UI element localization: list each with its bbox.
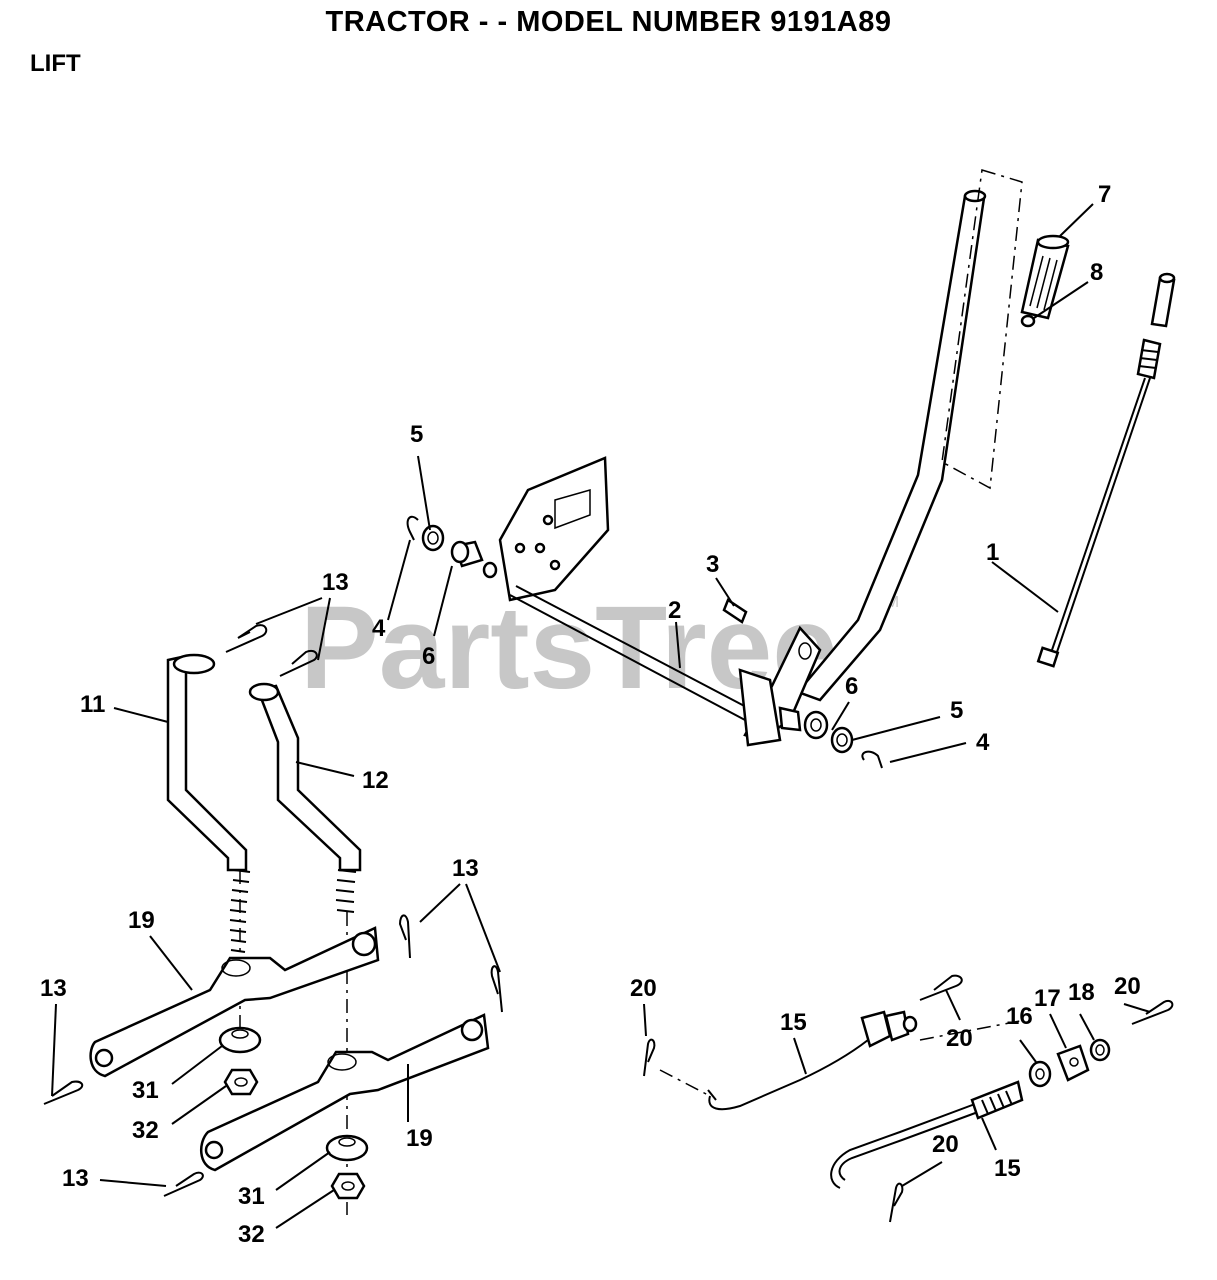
hairpin-cotter-3 bbox=[398, 914, 411, 959]
trunnion-lower bbox=[325, 1134, 369, 1162]
ferrule-bushing bbox=[1089, 1038, 1111, 1062]
lift-arm-upper bbox=[89, 926, 380, 1078]
callout-4b: 4 bbox=[976, 729, 990, 756]
callout-31b: 31 bbox=[238, 1183, 265, 1210]
lift-control-rod bbox=[1036, 272, 1176, 668]
washer-left bbox=[421, 524, 445, 552]
trunnion-upper bbox=[218, 1026, 262, 1054]
callout-16: 16 bbox=[1006, 1003, 1033, 1030]
bushing-left bbox=[450, 540, 484, 568]
hairpin-cotter-9 bbox=[1131, 1000, 1174, 1025]
hairpin-cotter-7 bbox=[643, 1038, 656, 1077]
ferrule-block bbox=[1056, 1044, 1090, 1082]
callout-19b: 19 bbox=[406, 1125, 433, 1152]
callout-17: 17 bbox=[1034, 985, 1061, 1012]
lift-link-left bbox=[166, 653, 251, 961]
bushing-right bbox=[778, 706, 829, 740]
callout-20a: 20 bbox=[630, 975, 657, 1002]
section-label: LIFT bbox=[30, 50, 81, 77]
callout-5a: 5 bbox=[410, 421, 423, 448]
spacer bbox=[1028, 1060, 1052, 1088]
diagram-title: TRACTOR - - MODEL NUMBER 9191A89 bbox=[325, 6, 892, 38]
nut-lower bbox=[330, 1172, 366, 1200]
lift-shaft-assembly bbox=[482, 456, 782, 747]
callout-18: 18 bbox=[1068, 979, 1095, 1006]
callout-6a: 6 bbox=[422, 643, 435, 670]
key-pin bbox=[722, 598, 748, 624]
callout-19a: 19 bbox=[128, 907, 155, 934]
leader-lines bbox=[51, 203, 1151, 1229]
retaining-ring-left bbox=[406, 515, 419, 541]
adjustment-rod-upper bbox=[707, 1010, 918, 1111]
hairpin-cotter-4 bbox=[490, 965, 503, 1013]
callout-32b: 32 bbox=[238, 1221, 265, 1248]
callout-20b: 20 bbox=[946, 1025, 973, 1052]
callout-31a: 31 bbox=[132, 1077, 159, 1104]
handle-grip bbox=[1020, 234, 1070, 320]
callout-15a: 15 bbox=[780, 1009, 807, 1036]
centerline-rod-left bbox=[659, 1069, 711, 1097]
callout-3: 3 bbox=[706, 551, 719, 578]
hairpin-cotter-6 bbox=[163, 1171, 204, 1197]
centerline-rod-right bbox=[919, 1019, 1026, 1041]
washer-right bbox=[830, 726, 854, 754]
hairpin-cotter-10 bbox=[889, 1182, 904, 1223]
callout-11: 11 bbox=[80, 691, 105, 718]
hairpin-cotter-1 bbox=[225, 624, 268, 653]
callout-15b: 15 bbox=[994, 1155, 1021, 1182]
handle-cap bbox=[1020, 314, 1036, 328]
hairpin-cotter-2 bbox=[279, 650, 318, 677]
callout-13a: 13 bbox=[322, 569, 349, 596]
hairpin-cotter-5 bbox=[43, 1080, 84, 1105]
hairpin-cotter-8 bbox=[919, 974, 963, 1001]
callout-6b: 6 bbox=[845, 673, 858, 700]
callout-32a: 32 bbox=[132, 1117, 159, 1144]
lift-link-right bbox=[248, 682, 362, 913]
callout-20c: 20 bbox=[1114, 973, 1141, 1000]
callout-7: 7 bbox=[1098, 181, 1111, 208]
callout-13c: 13 bbox=[40, 975, 67, 1002]
adjustment-rod-lower bbox=[830, 1080, 1024, 1189]
callout-4a: 4 bbox=[372, 615, 386, 642]
callout-8: 8 bbox=[1090, 259, 1103, 286]
retaining-ring-right bbox=[861, 750, 883, 769]
nut-upper bbox=[223, 1068, 259, 1096]
callout-1: 1 bbox=[986, 539, 999, 566]
callout-13d: 13 bbox=[62, 1165, 89, 1192]
callout-5b: 5 bbox=[950, 697, 963, 724]
lift-arm-lower bbox=[200, 1013, 490, 1172]
callout-13b: 13 bbox=[452, 855, 479, 882]
callout-2: 2 bbox=[668, 597, 681, 624]
callout-12: 12 bbox=[362, 767, 389, 794]
handle-phantom-outline bbox=[941, 169, 1023, 490]
callout-20d: 20 bbox=[932, 1131, 959, 1158]
